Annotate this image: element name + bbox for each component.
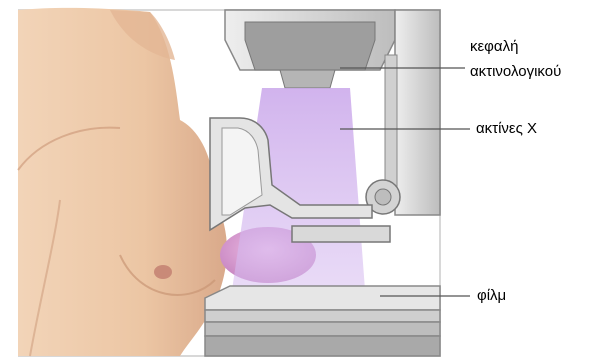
label-xray-head-line2: ακτινολογικού <box>470 63 561 81</box>
label-film: φίλμ <box>477 287 506 305</box>
label-xray-head-line1: κεφαλή <box>470 38 518 56</box>
label-xrays: ακτίνες Χ <box>476 120 537 138</box>
nipple <box>154 265 172 279</box>
